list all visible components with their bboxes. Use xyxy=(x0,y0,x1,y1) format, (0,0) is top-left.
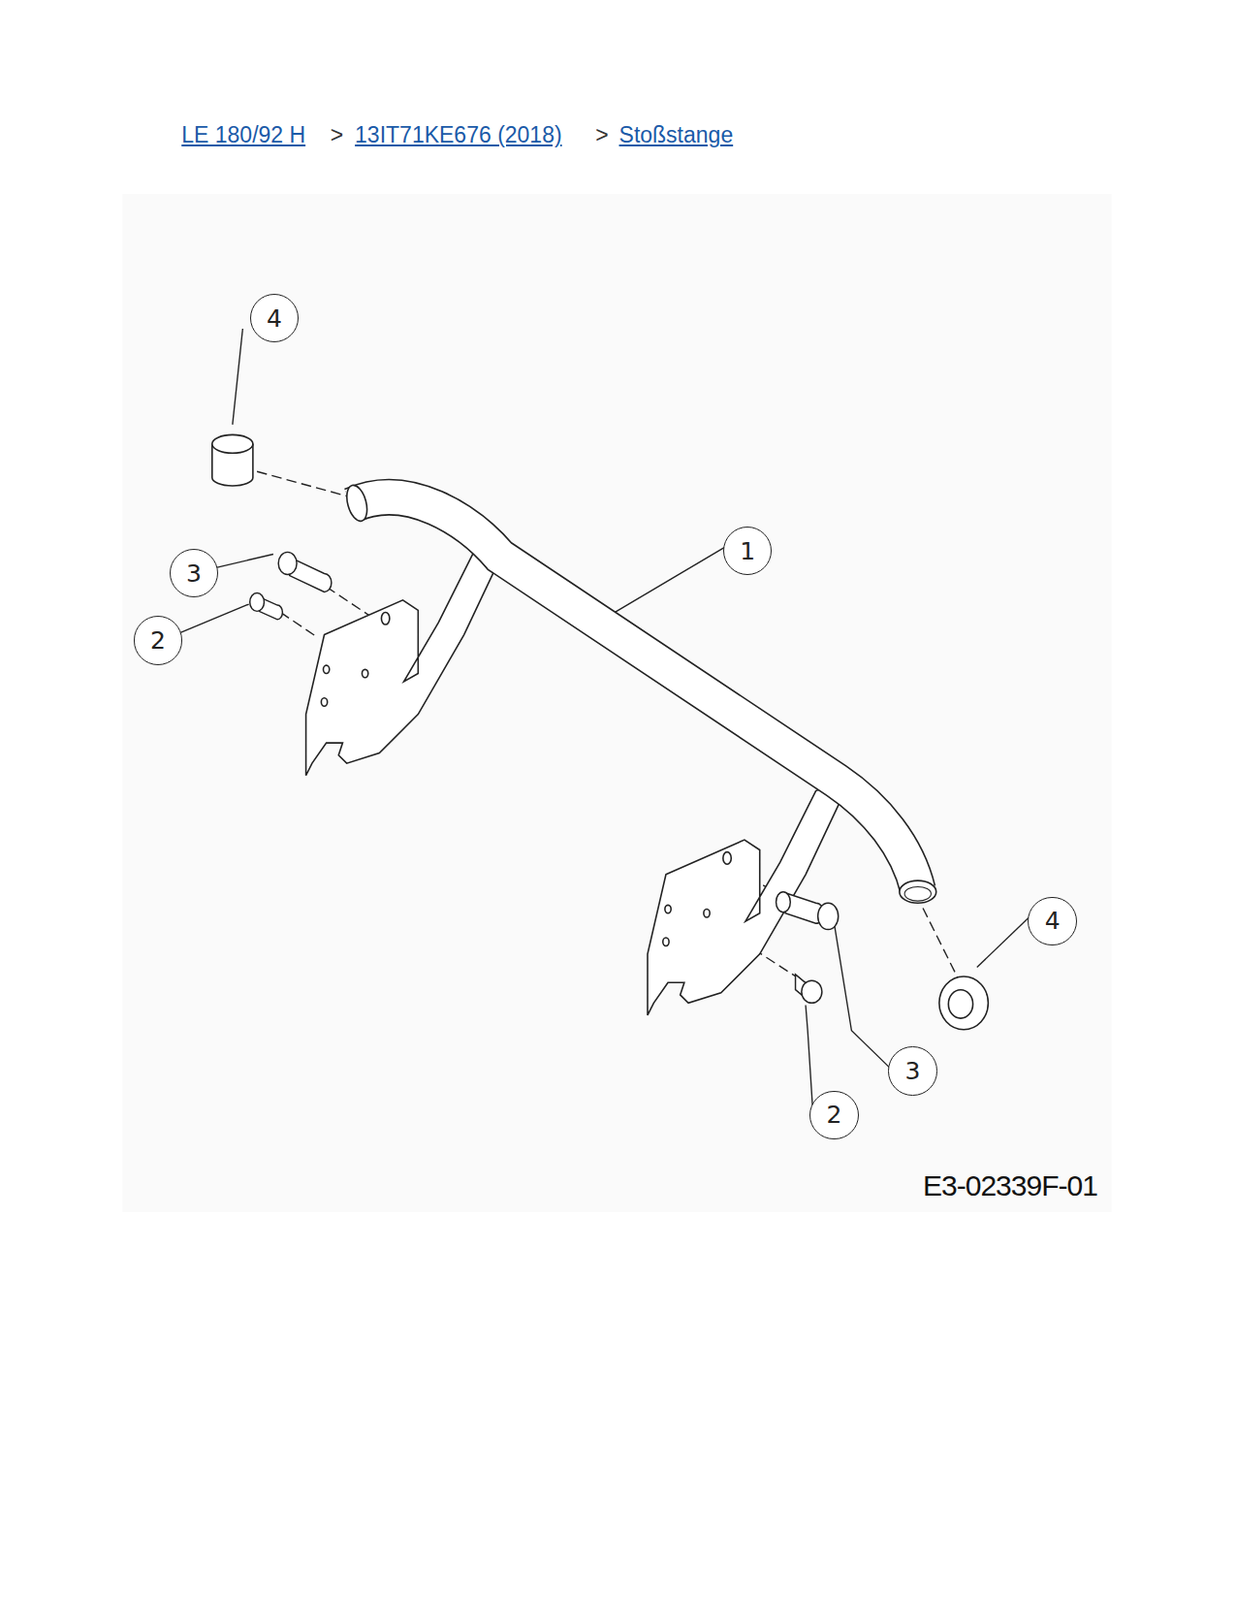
exploded-view xyxy=(180,328,1030,1110)
callout-circle: 3 xyxy=(887,1045,937,1095)
callout-number: 4 xyxy=(1045,908,1061,933)
callout-number: 1 xyxy=(739,538,756,564)
breadcrumb-link: Stoßstange xyxy=(619,122,734,149)
callout-number: 2 xyxy=(826,1102,843,1127)
callout-number: 2 xyxy=(150,628,166,653)
pin-parts xyxy=(250,551,839,1003)
breadcrumb-link: 13IT71KE676 (2018) xyxy=(354,122,563,149)
bumper-tube xyxy=(343,482,937,903)
breadcrumb-separator: > xyxy=(595,122,608,149)
callout-circle: 2 xyxy=(809,1090,858,1140)
mounting-bracket xyxy=(306,545,501,776)
callout-number: 3 xyxy=(905,1058,921,1083)
callout-number: 3 xyxy=(186,561,202,586)
drawing-ground xyxy=(122,193,1111,1212)
callout-number: 4 xyxy=(266,306,283,331)
breadcrumb-link: LE 180/92 H xyxy=(181,122,306,149)
breadcrumb-separator: > xyxy=(330,122,344,149)
callout-circle: 4 xyxy=(1027,896,1077,946)
drawing-code: E3-02339F-01 xyxy=(922,1169,1098,1203)
end-cap xyxy=(212,434,989,1029)
callout-circle: 2 xyxy=(133,615,183,665)
